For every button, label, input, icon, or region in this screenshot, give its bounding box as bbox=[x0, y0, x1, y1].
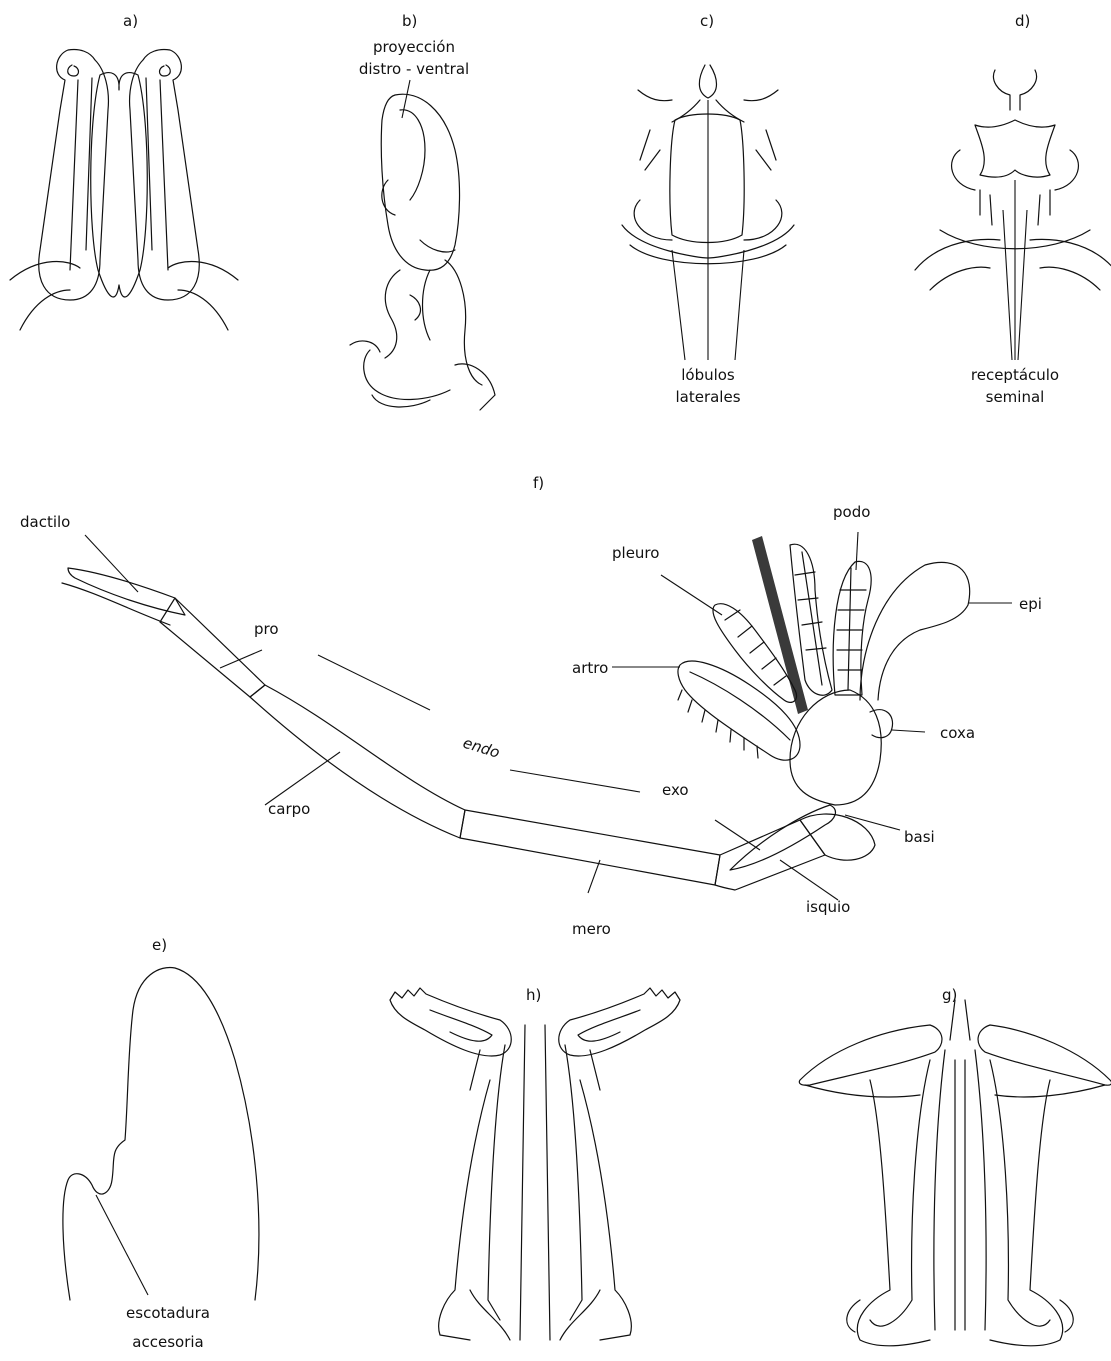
label-escotadura: escotadura bbox=[126, 1304, 210, 1322]
label-basi: basi bbox=[904, 828, 935, 846]
label-isquio: isquio bbox=[806, 898, 850, 916]
label-podo: podo bbox=[833, 503, 870, 521]
label-exo: exo bbox=[662, 781, 689, 799]
label-epi: epi bbox=[1019, 595, 1042, 613]
label-artro: artro bbox=[572, 659, 608, 677]
panel-d-drawing: d) receptáculo seminal bbox=[915, 12, 1111, 406]
label-lobulos: lóbulos bbox=[681, 366, 735, 384]
label-distro-ventral: distro - ventral bbox=[359, 60, 469, 78]
label-laterales: laterales bbox=[675, 388, 740, 406]
panel-h-drawing: h) bbox=[390, 986, 680, 1340]
panel-a-label: a) bbox=[123, 12, 138, 30]
panel-f-drawing: f) bbox=[20, 474, 1042, 938]
label-endo: endo bbox=[461, 734, 502, 762]
panel-b-drawing: b) proyección distro - ventral bbox=[350, 12, 495, 410]
label-accesoria: accesoria bbox=[132, 1333, 203, 1351]
label-carpo: carpo bbox=[268, 800, 310, 818]
panel-e-label: e) bbox=[152, 936, 167, 954]
panel-d-label: d) bbox=[1015, 12, 1030, 30]
panel-g-drawing: g) bbox=[799, 986, 1111, 1346]
panel-b-label: b) bbox=[402, 12, 417, 30]
panel-f-label: f) bbox=[533, 474, 544, 492]
label-mero: mero bbox=[572, 920, 611, 938]
label-seminal: seminal bbox=[986, 388, 1045, 406]
panel-a-drawing: a) bbox=[10, 12, 238, 330]
panel-c-label: c) bbox=[700, 12, 714, 30]
panel-c-drawing: c) lóbulos laterales bbox=[622, 12, 794, 406]
label-proyeccion: proyección bbox=[373, 38, 455, 56]
label-coxa: coxa bbox=[940, 724, 975, 742]
label-pleuro: pleuro bbox=[612, 544, 659, 562]
panel-h-label: h) bbox=[526, 986, 541, 1004]
label-dactilo: dactilo bbox=[20, 513, 70, 531]
panel-e-drawing: e) escotadura accesoria bbox=[63, 936, 259, 1351]
label-receptaculo: receptáculo bbox=[971, 366, 1059, 384]
label-pro: pro bbox=[254, 620, 279, 638]
